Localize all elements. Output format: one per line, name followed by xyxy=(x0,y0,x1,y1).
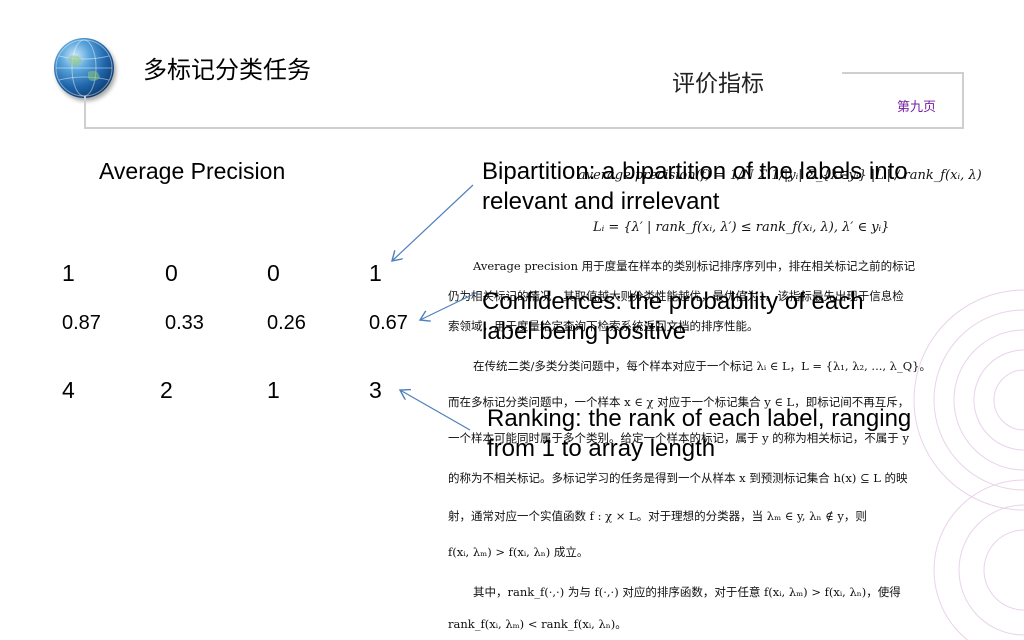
confidence-value: 0.67 xyxy=(369,312,408,334)
ranking-value: 4 xyxy=(62,377,75,403)
bipartition-value: 0 xyxy=(267,260,280,286)
formula-label-set: Lᵢ = {λ′ | rank_f(xᵢ, λ′) ≤ rank_f(xᵢ, λ… xyxy=(593,220,890,235)
globe-icon xyxy=(54,38,114,98)
doc-line: 的称为不相关标记。多标记学习的任务是得到一个从样本 x 到预测标记集合 h(x)… xyxy=(448,471,908,485)
confidence-value: 0.87 xyxy=(62,312,101,334)
header-frame-right xyxy=(962,72,964,129)
formula-average-precision: average precision(f) = 1/N Σ 1/|yᵢ| Σ_{λ… xyxy=(578,168,982,183)
arrow-confidences xyxy=(420,291,479,320)
page-title: 多标记分类任务 xyxy=(143,56,311,84)
confidences-annotation: Confidences: the probability of each lab… xyxy=(482,288,864,345)
header-frame-left xyxy=(84,96,86,128)
ranking-value: 2 xyxy=(160,377,173,403)
doc-line: 在传统二类/多类分类问题中，每个样本对应于一个标记 λᵢ ∈ L，L = {λ₁… xyxy=(473,359,931,373)
doc-line: f(xᵢ, λₘ) > f(xᵢ, λₙ) 成立。 xyxy=(448,545,589,559)
doc-line: 射，通常对应一个实值函数 f : χ × L。对于理想的分类器，当 λₘ ∈ y… xyxy=(448,509,867,523)
bipartition-value: 1 xyxy=(369,260,382,286)
confidence-value: 0.33 xyxy=(165,312,204,334)
bipartition-annotation: Bipartition: a bipartition of the labels… xyxy=(482,158,908,215)
header-frame-top xyxy=(842,72,964,74)
arrow-ranking xyxy=(400,390,471,431)
doc-line: 一个样本可能同时属于多个类别。给定一个样本的标记，属于 y 的称为相关标记，不属… xyxy=(448,431,909,445)
page-number: 第九页 xyxy=(897,100,937,115)
arrow-bipartition xyxy=(392,184,474,261)
ranking-value: 1 xyxy=(267,377,280,403)
doc-line: 仍为相关标记的情况，其取值越大则分类性能越优，最优值为1。该指标最先出现于信息检 xyxy=(448,289,904,303)
section-title: 评价指标 xyxy=(672,71,764,97)
doc-line: 其中，rank_f(·,·) 为与 f(·,·) 对应的排序函数，对于任意 f(… xyxy=(473,585,901,599)
decorative-pattern xyxy=(913,289,1024,640)
header-frame-bottom xyxy=(84,127,964,129)
bipartition-value: 0 xyxy=(165,260,178,286)
doc-line: rank_f(xᵢ, λₘ) < rank_f(xᵢ, λₙ)。 xyxy=(448,617,627,631)
average-precision-heading: Average Precision xyxy=(99,158,286,184)
doc-line: 而在多标记分类问题中，一个样本 x ∈ χ 对应于一个标记集合 y ∈ L，即标… xyxy=(448,395,910,409)
doc-line: Average precision 用于度量在样本的类别标记排序序列中，排在相关… xyxy=(473,259,916,273)
confidence-value: 0.26 xyxy=(267,312,306,334)
bipartition-value: 1 xyxy=(62,260,75,286)
embedded-document: average precision(f) = 1/N Σ 1/|yᵢ| Σ_{λ… xyxy=(448,160,982,640)
ranking-value: 3 xyxy=(369,377,382,403)
ranking-annotation: Ranking: the rank of each label, ranging… xyxy=(487,405,912,462)
doc-line: 索领域，用于度量给定查询下检索系统返回文档的排序性能。 xyxy=(448,319,759,333)
